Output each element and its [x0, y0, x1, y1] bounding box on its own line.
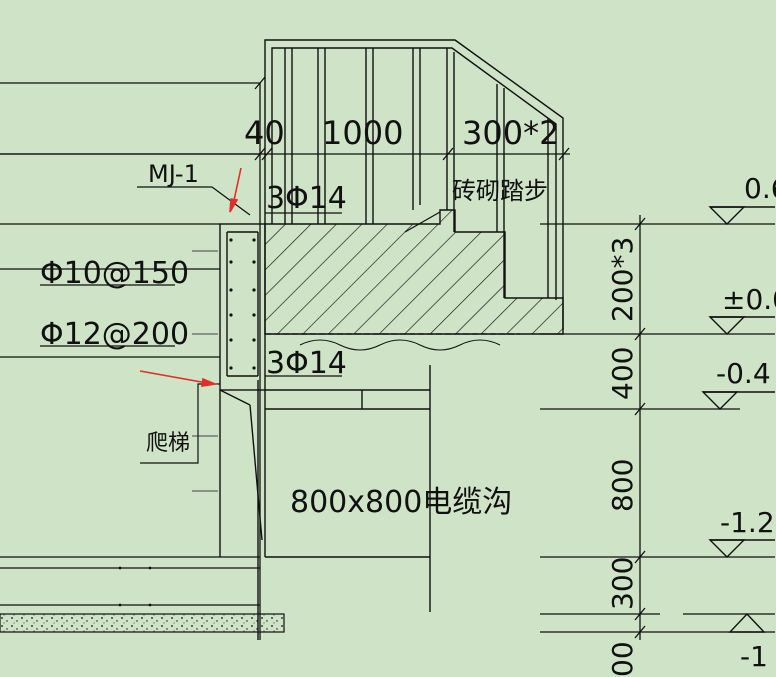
label-ladder: 爬梯 — [146, 431, 190, 456]
label-stirrup-150: Φ10@150 — [40, 256, 189, 291]
leader-ticks — [192, 250, 218, 492]
elevation-marks — [701, 206, 775, 633]
elevation-0-0: ±0.0 — [722, 283, 776, 316]
label-cable-trench: 800x800电缆沟 — [290, 485, 512, 520]
label-stirrup-200: Φ12@200 — [40, 317, 189, 352]
rebar-dots — [118, 238, 256, 607]
elevation-minus-0-4: -0.4 — [716, 357, 771, 390]
label-rebar-bottom: 3Φ14 — [266, 346, 347, 381]
dim-1000: 1000 — [322, 114, 403, 152]
dim-300x2: 300*2 — [462, 114, 559, 152]
drawing-labels: 40 1000 300*2 MJ-1 砖砌踏步 3Φ14 Φ10@150 Φ12… — [40, 114, 776, 677]
right-dimension-line — [540, 215, 775, 640]
label-brick-steps: 砖砌踏步 — [452, 177, 548, 205]
gravel-base — [0, 613, 285, 633]
dim-300: 300 — [606, 557, 639, 610]
top-dimension-line — [0, 76, 570, 640]
dim-800: 800 — [606, 459, 639, 512]
label-mj1: MJ-1 — [148, 160, 199, 188]
dim-00: 00 — [606, 641, 639, 677]
dim-400: 400 — [606, 347, 639, 400]
elevation-minus-1: -1 — [740, 640, 768, 673]
label-rebar-top: 3Φ14 — [266, 181, 347, 216]
elevation-minus-1-2: -1.2 — [720, 506, 775, 539]
red-arrows — [139, 167, 242, 387]
dim-200x3: 200*3 — [606, 237, 639, 322]
elevation-0-6: 0.6 — [744, 172, 776, 205]
retaining-wall — [219, 223, 431, 640]
dim-40: 40 — [244, 114, 285, 152]
stair-section — [264, 209, 564, 351]
